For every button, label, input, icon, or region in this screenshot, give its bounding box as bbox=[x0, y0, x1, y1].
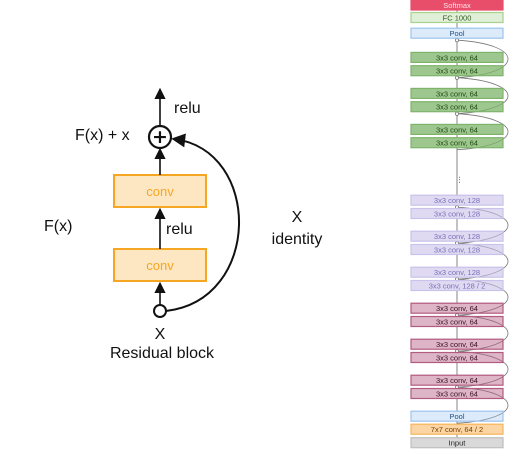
layer-label: 3x3 conv, 64 bbox=[436, 53, 478, 62]
input-x-label: X bbox=[155, 326, 166, 343]
layer-label: 3x3 conv, 64 bbox=[436, 103, 478, 112]
layer-label: 3x3 conv, 128 bbox=[434, 232, 480, 241]
layer-block-input bbox=[410, 437, 504, 449]
identity-label: identity bbox=[272, 231, 323, 248]
layer-block-conv-purple bbox=[410, 207, 504, 220]
conv-top-label: conv bbox=[146, 184, 174, 199]
layer-label: 3x3 conv, 128 bbox=[434, 196, 480, 205]
ellipsis-label: ... bbox=[457, 176, 467, 184]
layer-label: 3x3 conv, 64 bbox=[436, 318, 478, 327]
layer-block-conv-maroon bbox=[410, 315, 504, 328]
layer-label: Input bbox=[449, 439, 467, 448]
layer-label: 3x3 conv, 128 / 2 bbox=[429, 282, 486, 291]
layer-label: 3x3 conv, 64 bbox=[436, 89, 478, 98]
layer-block-conv-green bbox=[410, 51, 504, 64]
layer-block-conv-purple bbox=[410, 230, 504, 242]
layer-label: Pool bbox=[449, 29, 464, 38]
layer-label: 3x3 conv, 64 bbox=[436, 354, 478, 363]
layer-block-conv-maroon bbox=[410, 338, 504, 350]
relu-mid-label: relu bbox=[166, 221, 193, 238]
relu-top-label: relu bbox=[174, 100, 201, 117]
residual-block: conv relu conv + relu F(x) + x F(x) X id… bbox=[44, 87, 323, 362]
layer-label: 3x3 conv, 128 bbox=[434, 268, 480, 277]
layer-label: 3x3 conv, 64 bbox=[436, 376, 478, 385]
layer-label: 3x3 conv, 128 bbox=[434, 246, 480, 255]
merge-node bbox=[455, 111, 459, 116]
layer-label: Softmax bbox=[443, 1, 471, 10]
layer-block-conv-maroon bbox=[410, 374, 504, 386]
layer-block-conv-green bbox=[410, 101, 504, 113]
layer-label: 3x3 conv, 64 bbox=[436, 139, 478, 148]
function-label: F(x) bbox=[44, 218, 72, 235]
layer-label: 3x3 conv, 64 bbox=[436, 340, 478, 349]
layer-block-conv-purple bbox=[410, 194, 504, 206]
layer-block-pool bbox=[410, 410, 504, 422]
plus-icon: + bbox=[152, 126, 168, 148]
output-label: F(x) + x bbox=[75, 127, 130, 144]
layer-label: 3x3 conv, 64 bbox=[436, 67, 478, 76]
layer-label: FC 1000 bbox=[443, 14, 472, 23]
layer-label: 3x3 conv, 64 bbox=[436, 125, 478, 134]
layer-label: Pool bbox=[449, 412, 464, 421]
layer-block-pool bbox=[410, 27, 504, 39]
input-node bbox=[153, 304, 167, 318]
layer-block-conv-green bbox=[410, 123, 504, 136]
residual-block-caption: Residual block bbox=[110, 345, 215, 362]
layer-block-conv-green bbox=[410, 87, 504, 100]
layer-block-conv-orange bbox=[410, 423, 504, 435]
layer-block-conv-green bbox=[410, 65, 504, 77]
layer-block-softmax bbox=[410, 0, 504, 11]
layer-label: 3x3 conv, 64 bbox=[436, 304, 478, 313]
merge-node bbox=[455, 38, 459, 43]
conv-block-bottom bbox=[113, 248, 207, 282]
layer-block-conv-purple bbox=[410, 279, 504, 292]
layer-block-conv-purple bbox=[410, 266, 504, 278]
layer-block-conv-maroon bbox=[410, 302, 504, 314]
merge-node bbox=[455, 75, 459, 80]
conv-bottom-label: conv bbox=[146, 258, 174, 273]
layer-label: 7x7 conv, 64 / 2 bbox=[431, 425, 483, 434]
identity-skip-arrow bbox=[165, 133, 240, 312]
layer-block-fc bbox=[410, 11, 504, 24]
layer-block-conv-maroon bbox=[410, 351, 504, 364]
layer-block-conv-purple bbox=[410, 243, 504, 256]
layer-block-conv-maroon bbox=[410, 387, 504, 400]
layer-label: 3x3 conv, 64 bbox=[436, 390, 478, 399]
layer-block-conv-green bbox=[410, 137, 504, 149]
identity-x-label: X bbox=[292, 209, 303, 226]
layer-label: 3x3 conv, 128 bbox=[434, 210, 480, 219]
